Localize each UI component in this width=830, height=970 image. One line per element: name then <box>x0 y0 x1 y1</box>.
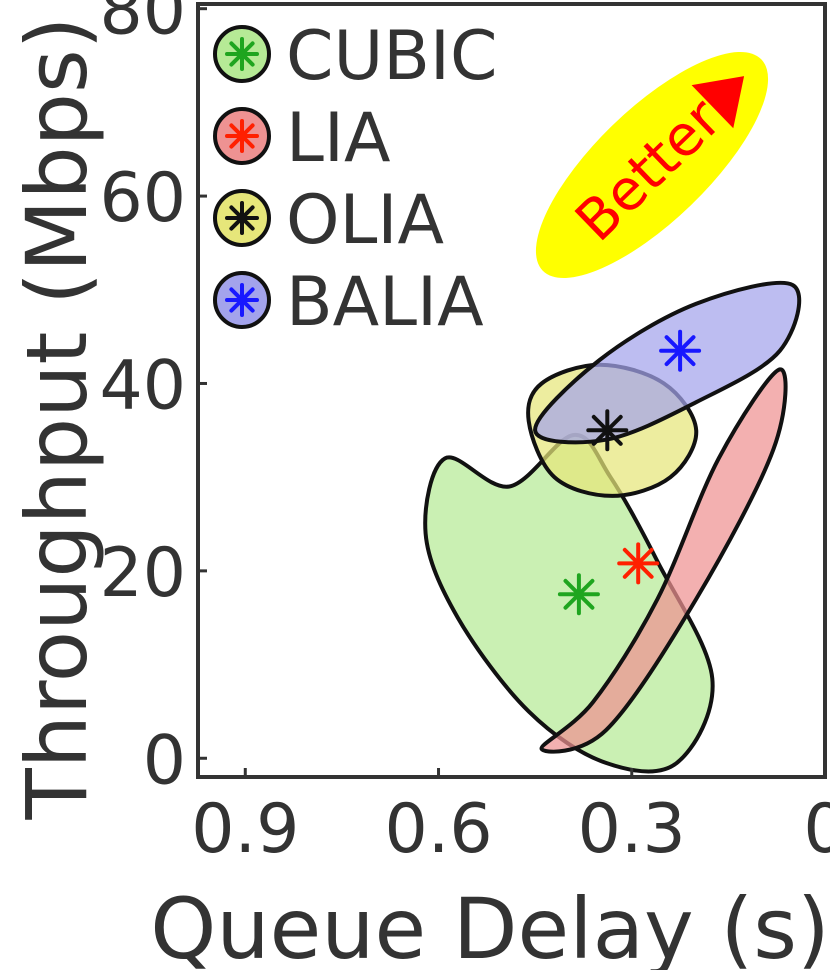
y-tick-label: 20 <box>99 534 186 613</box>
legend-label-olia: OLIA <box>286 181 444 260</box>
point-lia-stroke <box>622 547 654 579</box>
legend-marker-balia-stroke <box>229 287 255 313</box>
legend-item-balia: BALIA <box>213 263 484 342</box>
region-lia <box>539 367 788 754</box>
data-points <box>557 329 702 616</box>
legend-marker-lia-stroke <box>229 123 255 149</box>
y-axis-ticks: 0 20 40 60 80 <box>99 0 207 800</box>
y-tick-label: 0 <box>143 721 186 800</box>
legend-marker-cubic-stroke <box>229 41 255 67</box>
y-axis-label: Throughput (Mbps) <box>8 16 106 820</box>
legend-marker-lia <box>225 119 259 153</box>
legend-marker-olia-stroke <box>229 205 255 231</box>
x-tick-label: 0 <box>803 790 830 869</box>
legend-label-balia: BALIA <box>286 263 484 342</box>
plot-frame <box>196 2 827 779</box>
y-tick-label: 40 <box>99 346 186 425</box>
point-balia <box>659 329 702 372</box>
y-tick-label: 80 <box>99 0 186 51</box>
point-lia <box>617 542 660 585</box>
legend-marker-olia <box>225 201 259 235</box>
point-cubic-stroke <box>563 578 595 610</box>
better-arrow-head <box>691 76 745 129</box>
legend-label-lia: LIA <box>286 99 390 178</box>
x-tick-label: 0.3 <box>578 790 686 869</box>
legend-item-cubic: CUBIC <box>213 17 497 96</box>
point-olia <box>586 409 629 452</box>
better-annotation: Better <box>535 51 769 279</box>
legend-marker-cubic <box>225 37 259 71</box>
legend-label-cubic: CUBIC <box>286 17 497 96</box>
point-cubic <box>557 573 600 616</box>
legend-item-lia: LIA <box>213 99 390 178</box>
y-tick-label: 60 <box>99 159 186 238</box>
x-tick-label: 0.6 <box>384 790 492 869</box>
x-axis-label: Queue Delay (s) <box>150 880 830 970</box>
x-tick-label: 0.9 <box>191 790 299 869</box>
point-olia-stroke <box>591 414 623 446</box>
better-annotation-bg <box>535 51 769 279</box>
point-balia-stroke <box>664 335 696 367</box>
legend-item-olia: OLIA <box>213 181 444 260</box>
legend-marker-balia <box>225 283 259 317</box>
ellipse-regions <box>423 280 802 774</box>
x-axis-ticks: 0.9 0.6 0.3 0 <box>191 768 830 869</box>
